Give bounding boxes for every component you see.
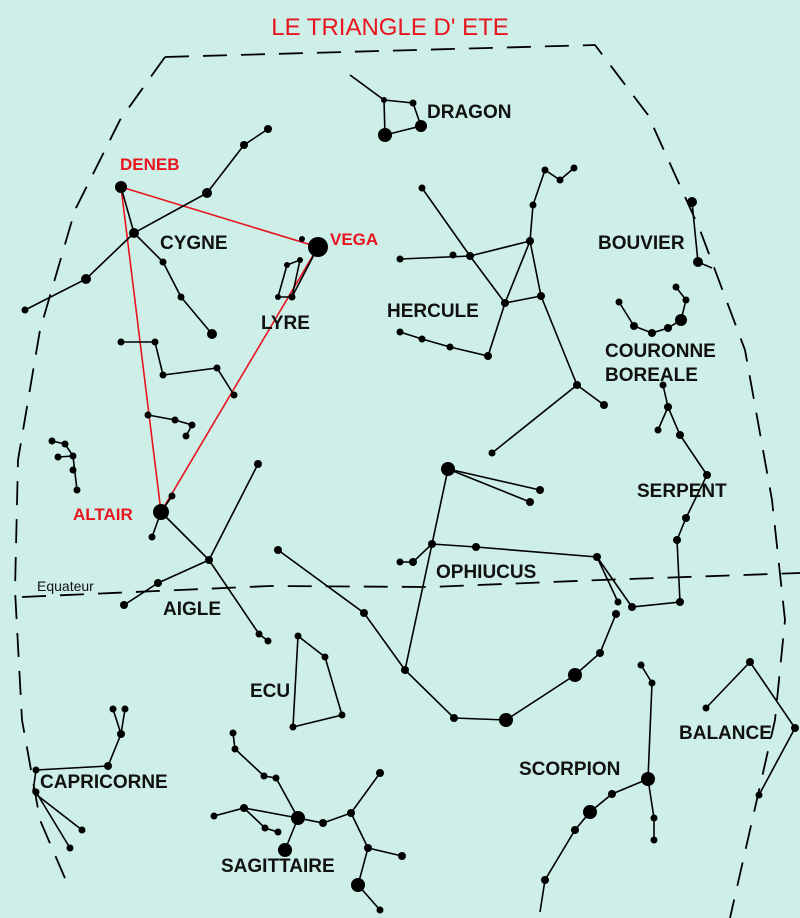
aigle-label: AIGLE	[163, 599, 221, 620]
celestial-equator	[21, 572, 800, 598]
bouvier-label: BOUVIER	[598, 233, 685, 254]
vega-label: VEGA	[330, 230, 378, 249]
scorpion-label: SCORPION	[519, 759, 620, 780]
couronne-label: COURONNE	[605, 341, 716, 362]
serpent-label: SERPENT	[637, 481, 727, 502]
stars	[21, 97, 799, 914]
boreale-label: BOREALE	[605, 365, 698, 386]
hercule-label: HERCULE	[387, 301, 479, 322]
cygne-label: CYGNE	[160, 233, 228, 254]
balance-label: BALANCE	[679, 723, 772, 744]
capricorne-label: CAPRICORNE	[40, 772, 168, 793]
deneb-label: DENEB	[120, 155, 180, 174]
vega-star	[308, 237, 328, 257]
dragon-label: DRAGON	[427, 102, 511, 123]
altair-star	[153, 504, 169, 520]
lyre-label: LYRE	[261, 313, 310, 334]
summer-triangle	[120, 186, 319, 513]
altair-label: ALTAIR	[73, 505, 133, 524]
sagittaire-label: SAGITTAIRE	[221, 856, 335, 877]
chart-title: LE TRIANGLE D' ETE	[271, 14, 509, 41]
deneb-star	[115, 181, 127, 193]
ophiucus-label: OPHIUCUS	[436, 562, 536, 583]
ecu-label: ECU	[250, 681, 290, 702]
equator-label: Equateur	[37, 578, 94, 594]
